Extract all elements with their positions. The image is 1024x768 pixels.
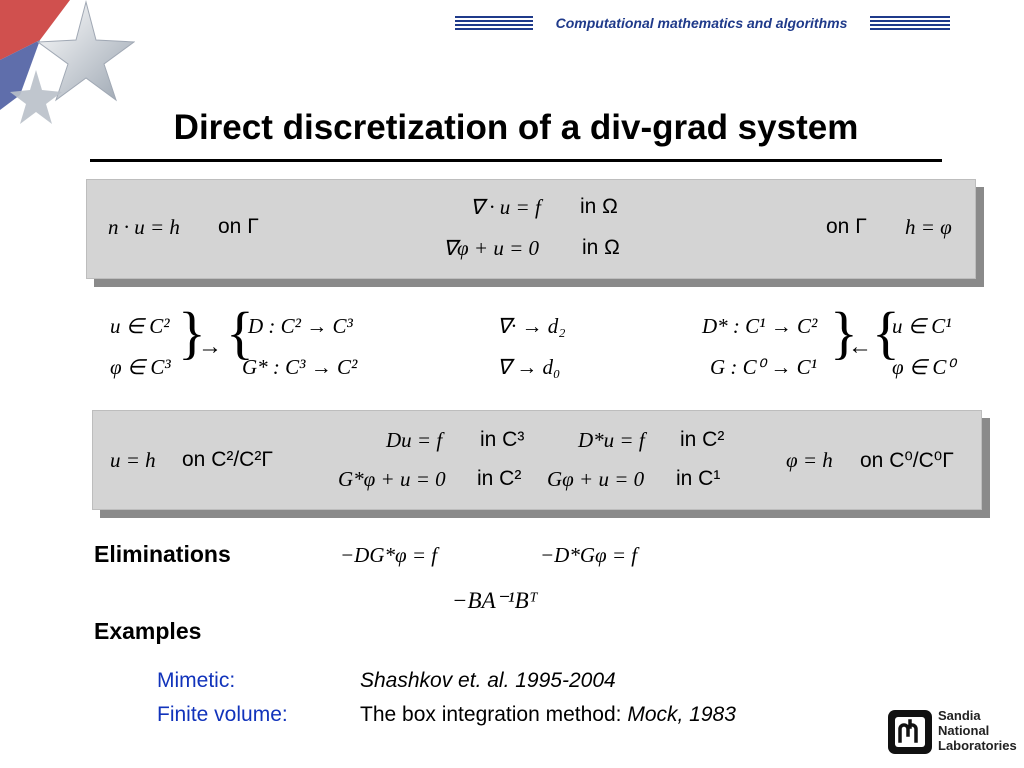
discrete-system-box	[92, 410, 982, 510]
middle-right-map-1: D* : C¹ → C²	[702, 314, 818, 338]
header-band: Computational mathematics and algorithms	[455, 14, 950, 34]
middle-center-map-2: ∇ → d₀	[497, 355, 561, 379]
right-brace-icon: }	[178, 300, 206, 365]
example-ref-mimetic-italic: Shashkov et. al. 1995-2004	[360, 669, 616, 692]
box2-left-eq: u = h	[110, 448, 156, 472]
examples-heading: Examples	[94, 618, 202, 644]
box2-c1-in2: in C²	[477, 467, 522, 490]
header-lines-right	[870, 16, 950, 32]
star-emblem-icon	[0, 0, 135, 124]
box2-left-on: on C²/C²Γ	[182, 448, 273, 471]
box2-c2-eq1: D*u = f	[578, 428, 645, 452]
example-ref-finite-volume: The box integration method: Mock, 1983	[360, 703, 736, 727]
logo-line-1: Sandia	[938, 708, 981, 723]
middle-right-map-2: G : C⁰ → C¹	[710, 355, 817, 379]
sandia-logo-text: Sandia National Laboratories	[938, 708, 1017, 753]
left-brace-icon: {	[226, 300, 254, 365]
middle-right-set-1: u ∈ C¹	[892, 314, 952, 338]
middle-left-set-1: u ∈ C²	[110, 314, 170, 338]
box2-c1-eq1: Du = f	[386, 428, 443, 452]
box2-c2-in1: in C²	[680, 428, 725, 451]
example-label-mimetic: Mimetic:	[157, 669, 236, 692]
title-rule	[90, 159, 942, 162]
sandia-logo: Sandia National Laboratories	[888, 708, 1017, 756]
box2-c1-in1: in C³	[480, 428, 525, 451]
eliminations-heading: Eliminations	[94, 541, 231, 567]
middle-arrow-right: →	[198, 334, 222, 360]
logo-line-2: National	[938, 723, 990, 738]
box1-left-eq: n · u = h	[108, 215, 180, 239]
example-ref-finite-volume-pre: The box integration method:	[360, 703, 628, 726]
middle-left-map-2: G* : C³ → C²	[242, 355, 358, 379]
box2-c2-in2: in C¹	[676, 467, 721, 490]
box2-right-eq: φ = h	[786, 448, 833, 472]
middle-arrow-left: ←	[848, 334, 872, 360]
logo-line-3: Laboratories	[938, 738, 1017, 753]
box1-center-in2: in Ω	[582, 236, 620, 259]
header-band-text: Computational mathematics and algorithms	[555, 15, 848, 31]
continuous-system-box	[86, 179, 976, 279]
header-lines-left	[455, 16, 533, 32]
sandia-logo-icon	[888, 710, 932, 754]
left-brace-2-icon: {	[872, 300, 900, 365]
example-ref-mimetic: Shashkov et. al. 1995-2004	[360, 669, 616, 693]
example-ref-finite-volume-italic: Mock, 1983	[627, 703, 736, 726]
box2-right-on: on C⁰/C⁰Γ	[860, 449, 954, 472]
middle-center-map-1: ∇· → d₂	[497, 314, 566, 338]
box1-center-in1: in Ω	[580, 195, 618, 218]
box1-center-eq2: ∇φ + u = 0	[443, 236, 540, 260]
box1-right-on: on Γ	[826, 215, 867, 238]
right-brace-2-icon: }	[830, 300, 858, 365]
elimination-eq-1: −DG*φ = f	[340, 543, 438, 567]
elimination-eq-2: −D*Gφ = f	[540, 543, 638, 567]
middle-right-set-2: φ ∈ C⁰	[892, 355, 955, 379]
middle-left-map-1: D : C² → C³	[248, 314, 353, 338]
box1-right-eq: h = φ	[905, 215, 952, 239]
box2-c1-eq2: G*φ + u = 0	[338, 467, 446, 491]
elimination-eq-3: −BA⁻¹Bᵀ	[452, 588, 538, 613]
box1-center-eq1: ∇ · u = f	[470, 195, 541, 219]
example-label-finite-volume: Finite volume:	[157, 703, 288, 726]
slide-title: Direct discretization of a div-grad syst…	[173, 108, 859, 147]
box1-left-on: on Γ	[218, 215, 259, 238]
middle-left-set-2: φ ∈ C³	[110, 355, 171, 379]
box2-c2-eq2: Gφ + u = 0	[547, 467, 645, 491]
